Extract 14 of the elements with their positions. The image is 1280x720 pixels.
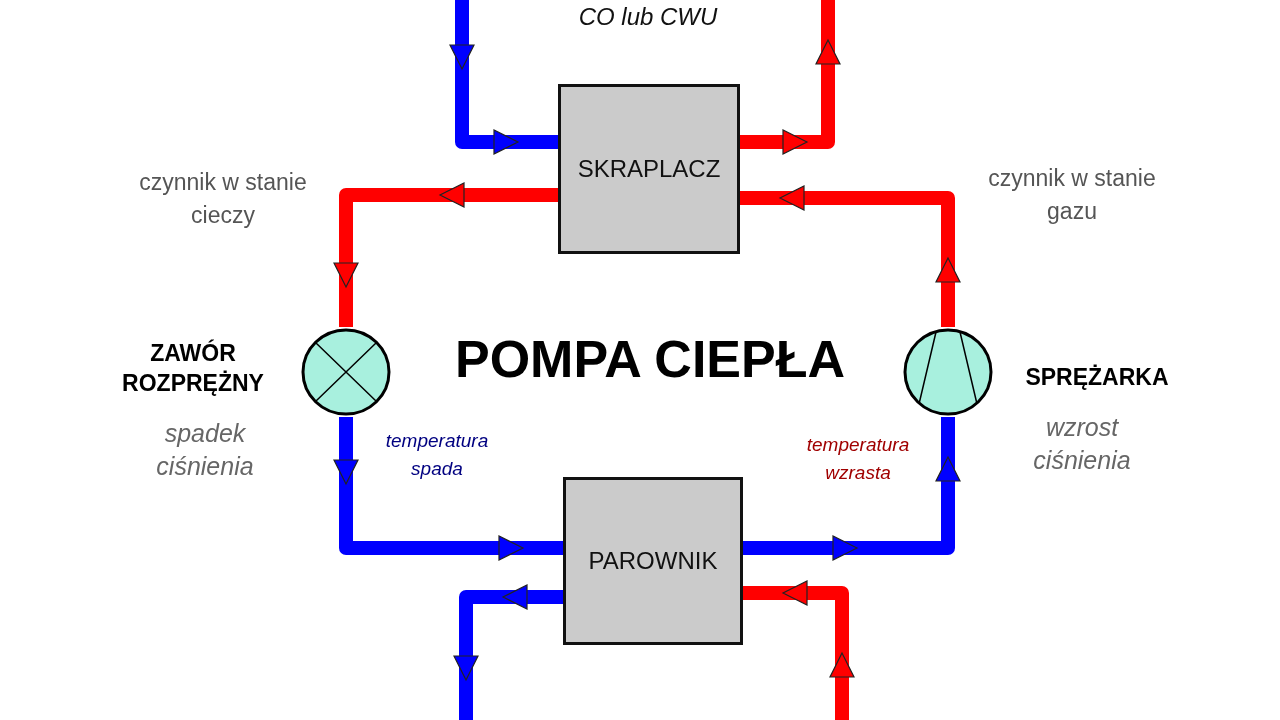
component-box: [558, 84, 740, 254]
pressure-note: wzrost ciśnienia: [1032, 412, 1132, 476]
state-note: czynnik w stanie cieczy: [138, 168, 308, 231]
temperature-note: temperatura wzrasta: [805, 433, 911, 485]
component-name: SKRAPLACZ: [577, 155, 721, 183]
component-box: [563, 477, 743, 645]
temperature-note: temperatura spada: [384, 429, 490, 481]
state-note: czynnik w stanie gazu: [987, 164, 1157, 227]
circuit-label: CO lub CWU: [577, 2, 719, 32]
component-name: SPRĘŻARKA: [1024, 363, 1170, 392]
component-name: PAROWNIK: [588, 547, 718, 575]
pressure-note: spadek ciśnienia: [155, 418, 255, 482]
component-name: ZAWÓR ROZPRĘŻNY: [121, 339, 265, 398]
diagram-title: POMPA CIEPŁA: [454, 329, 846, 390]
